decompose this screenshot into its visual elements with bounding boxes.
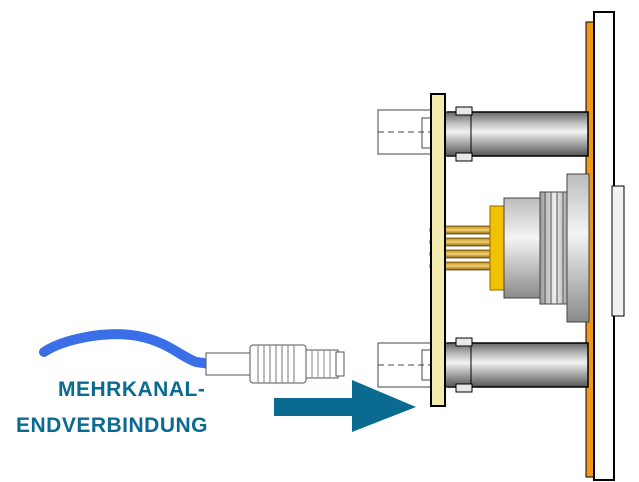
panel-receptacle [489, 173, 590, 323]
blue-cable [39, 329, 215, 369]
mounting-panel [585, 11, 625, 481]
insertion-arrow-icon [274, 380, 416, 432]
label-line-1: MEHRKANAL- [58, 378, 206, 401]
label-line-2: ENDVERBINDUNG [16, 414, 209, 437]
pcb-board [430, 93, 446, 407]
lower-standoff [377, 337, 589, 393]
mating-plug [205, 344, 345, 384]
upper-standoff [377, 106, 589, 162]
